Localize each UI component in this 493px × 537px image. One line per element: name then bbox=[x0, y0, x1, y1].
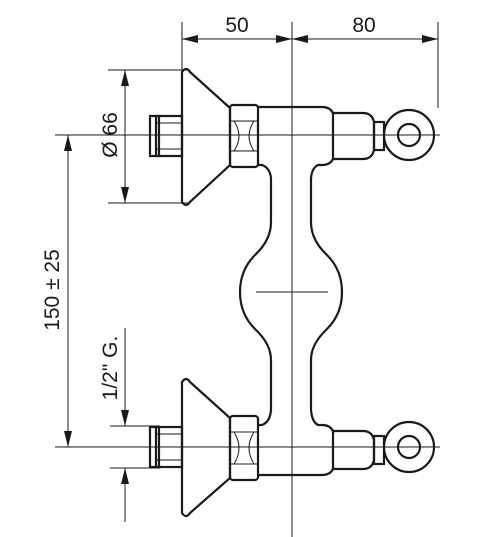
dim-label-center-distance: 150 ± 25 bbox=[41, 249, 64, 331]
dim-label-thread: 1/2" G. bbox=[99, 336, 122, 401]
bottom-arm bbox=[258, 409, 273, 427]
top-valve-cap bbox=[333, 111, 376, 161]
top-hex-nut bbox=[228, 103, 260, 169]
dim-label-80: 80 bbox=[352, 14, 375, 37]
dim-line-top bbox=[181, 22, 439, 537]
bottom-hex-nut bbox=[228, 414, 260, 482]
bottom-handle bbox=[382, 420, 436, 474]
top-flange bbox=[180, 67, 232, 207]
dim-line-center-distance bbox=[55, 134, 440, 448]
bottom-valve-cap bbox=[333, 429, 376, 471]
dim-line-diameter bbox=[108, 69, 190, 204]
central-column bbox=[238, 178, 273, 410]
top-handle bbox=[382, 108, 436, 162]
top-inlet-nipple bbox=[148, 114, 184, 158]
top-arm bbox=[258, 105, 335, 179]
mixer-body bbox=[148, 67, 436, 518]
dim-label-50: 50 bbox=[225, 14, 248, 37]
